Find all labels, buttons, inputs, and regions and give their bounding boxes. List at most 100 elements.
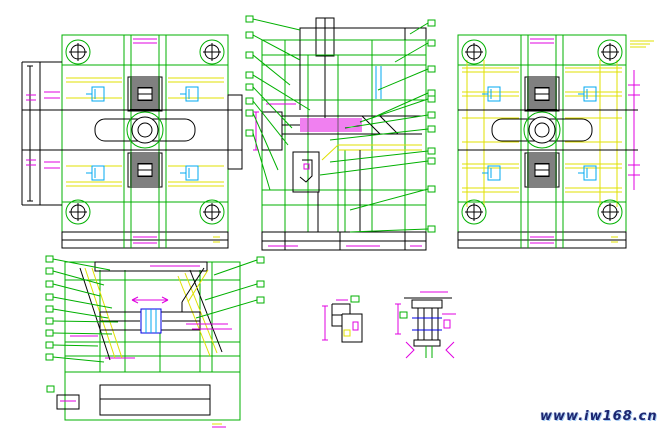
slider-section-view: [45, 255, 265, 428]
small-part: [56, 394, 80, 410]
label-balloon: [427, 39, 436, 47]
label-balloon: [350, 295, 360, 303]
sprue-bushing: [528, 116, 556, 144]
label-balloon: [245, 51, 254, 59]
leader-line: [52, 296, 113, 309]
leader-line: [359, 98, 429, 123]
top-plate: [94, 261, 208, 272]
detail-marker: [443, 319, 451, 329]
label-balloon: [245, 15, 254, 23]
leader-line: [344, 114, 429, 129]
label-balloon: [256, 280, 265, 288]
label-balloon: [245, 97, 254, 105]
detail-view-2: [395, 291, 456, 359]
wedge-line: [181, 267, 205, 303]
leader-line: [252, 18, 301, 31]
support-block-upper: [99, 384, 211, 400]
label-balloon: [427, 89, 436, 97]
detail-view-1: [322, 295, 363, 343]
label-balloon: [46, 385, 55, 393]
leader-line: [252, 54, 291, 86]
leader-line: [52, 283, 101, 297]
label-balloon: [245, 109, 254, 117]
leader-line: [52, 344, 99, 347]
angled-pin-left: [79, 267, 111, 361]
slider-wedge: [379, 115, 399, 135]
label-balloon: [245, 129, 254, 137]
label-balloon: [427, 157, 436, 165]
label-balloon: [45, 255, 54, 263]
site-watermark: www.iw168.cn: [540, 409, 658, 424]
leader-line: [52, 308, 109, 319]
detail-marker: [343, 329, 351, 337]
label-balloon: [399, 311, 408, 319]
slider-base-plate: [64, 371, 241, 421]
leader-line: [52, 270, 105, 286]
label-balloon: [45, 329, 54, 337]
ejector-hook: [299, 159, 313, 183]
leader-line: [252, 74, 311, 111]
leader-line: [349, 188, 429, 211]
label-balloon: [427, 65, 436, 73]
label-balloon: [45, 341, 54, 349]
label-balloon: [45, 280, 54, 288]
slider-end-block: [227, 94, 243, 170]
dimension-arrow: [161, 296, 169, 301]
leader-line: [252, 132, 271, 191]
label-balloon: [427, 147, 436, 155]
label-balloon: [256, 296, 265, 304]
leader-line: [329, 150, 429, 163]
detail-arrow: [445, 341, 455, 359]
sprue-hole: [534, 122, 550, 138]
angled-pin-right-band: [177, 275, 211, 357]
detail-marker: [352, 321, 359, 331]
label-balloon: [427, 225, 436, 233]
dimension-arrow: [161, 299, 169, 304]
detail-arrow: [405, 341, 415, 359]
cavity-outline: [127, 152, 163, 188]
sprue-ring: [126, 111, 164, 149]
bolt-hole-outer: [199, 199, 225, 225]
angled-pin-left-band: [91, 267, 123, 359]
insert-block: [185, 165, 199, 181]
leader-line: [52, 332, 113, 335]
leader-line: [252, 34, 301, 61]
plan-view-fixed-half: [457, 34, 654, 249]
leader-line: [329, 128, 429, 141]
label-balloon: [427, 95, 436, 103]
ejector-block: [292, 151, 320, 193]
dimension-arrow: [131, 299, 139, 304]
leader-line: [319, 160, 429, 176]
leader-line: [349, 228, 429, 233]
insert-block: [91, 86, 105, 102]
label-balloon: [245, 83, 254, 91]
angled-pin-right-band: [184, 272, 218, 354]
insert-block: [91, 165, 105, 181]
label-balloon: [45, 305, 54, 313]
insert-block: [185, 86, 199, 102]
label-balloon: [427, 185, 436, 193]
label-balloon: [427, 125, 436, 133]
label-balloon: [45, 353, 54, 361]
label-balloon: [45, 267, 54, 275]
detail-profile: [331, 303, 363, 343]
bolt-hole-outer: [461, 39, 487, 65]
support-block-lower: [99, 398, 211, 416]
clamp-foot: [413, 339, 441, 347]
sprue-hole: [137, 122, 153, 138]
bolt-hole-outer: [597, 39, 623, 65]
cavity-outline: [524, 152, 560, 188]
bolt-hole-outer: [597, 199, 623, 225]
wedge-band: [187, 269, 209, 303]
label-balloon: [427, 19, 436, 27]
label-balloon: [256, 256, 265, 264]
top-clamp-plate: [299, 27, 427, 41]
clamp-head: [411, 299, 443, 309]
mold-frame: [261, 39, 427, 233]
leader-line: [195, 299, 258, 319]
cavity-outline: [127, 76, 163, 112]
insert-block: [487, 86, 501, 102]
sprue-ring: [523, 111, 561, 149]
